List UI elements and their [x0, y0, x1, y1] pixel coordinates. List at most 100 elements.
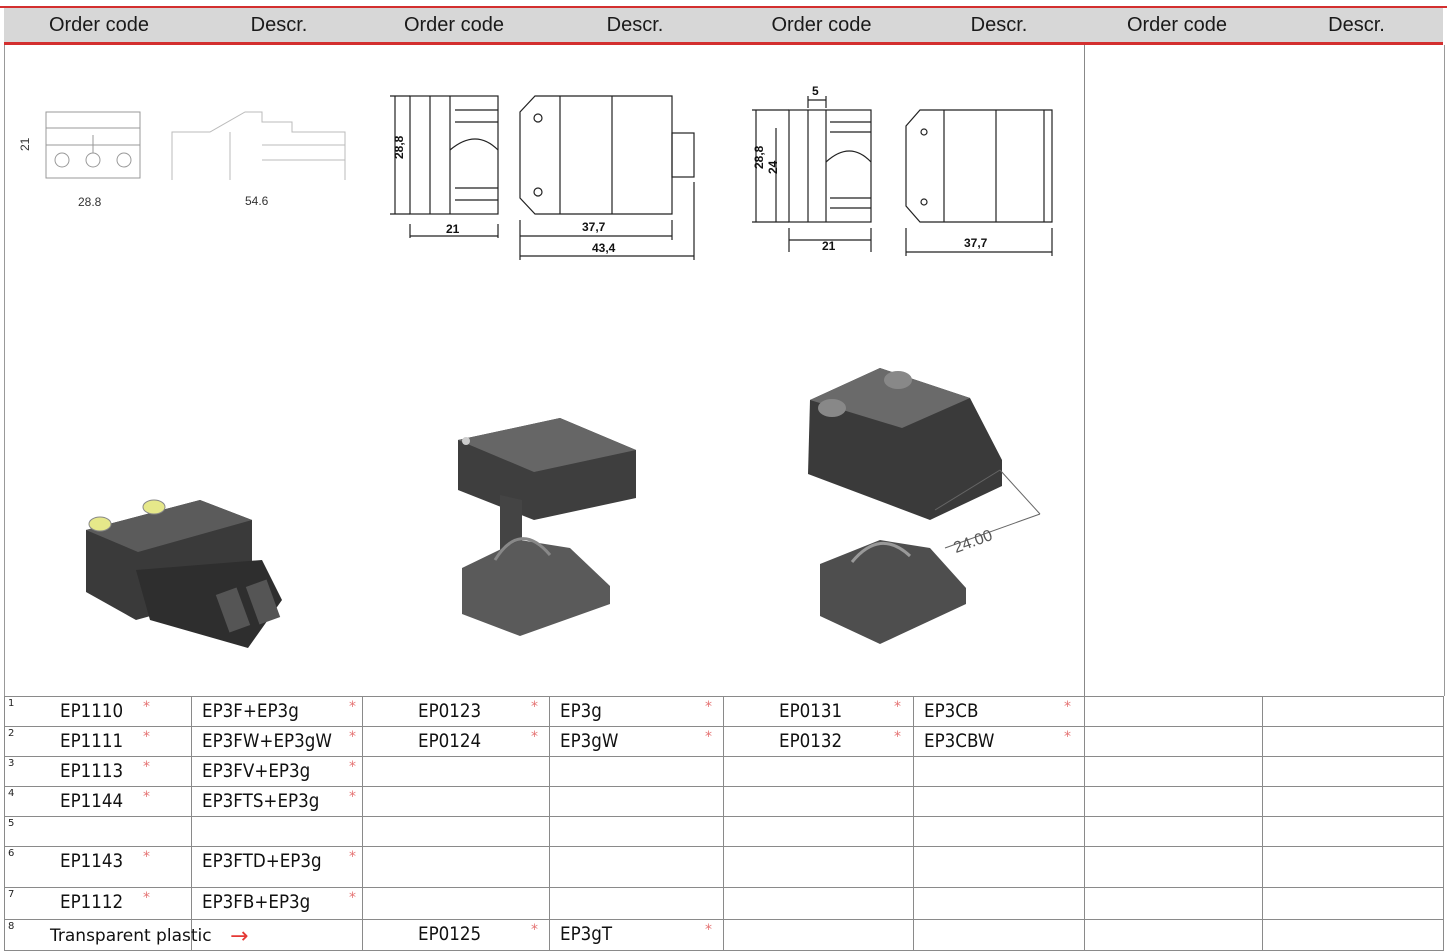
- table-cell-c3: EP0131*: [723, 696, 914, 727]
- table-cell-d2: [549, 887, 724, 920]
- table-cell-d2: [549, 786, 724, 817]
- description: EP3gW: [560, 730, 619, 752]
- table-cell-d3: [913, 887, 1085, 920]
- table-cell-c2: [362, 887, 550, 920]
- availability-star-icon: *: [349, 789, 356, 805]
- availability-star-icon: *: [349, 849, 356, 865]
- table-cell-x2: [1262, 887, 1444, 920]
- table-cell-d1: EP3FTS+EP3g*: [191, 786, 363, 817]
- dim-length-37-7-b: 37,7: [964, 236, 988, 250]
- description: EP3FTD+EP3g: [202, 850, 322, 872]
- row-number: 5: [8, 818, 15, 829]
- description: EP3FB+EP3g: [202, 891, 311, 913]
- row-number: 6: [8, 848, 15, 859]
- header-order-code-3: Order code: [771, 14, 872, 36]
- dim-height-21: 21: [18, 137, 32, 151]
- table-cell-d1: EP3F+EP3g*: [191, 696, 363, 727]
- table-cell-c1: 5: [4, 816, 192, 847]
- order-code: EP0125: [418, 923, 482, 945]
- arrow-right-icon: →: [230, 924, 249, 949]
- availability-star-icon: *: [894, 729, 901, 745]
- table-cell-d2: EP3g*: [549, 696, 724, 727]
- table-cell-x2: [1262, 846, 1444, 888]
- table-cell-x1: [1084, 726, 1263, 757]
- table-cell-x1: [1084, 696, 1263, 727]
- availability-star-icon: *: [705, 922, 712, 938]
- table-cell-x2: [1262, 756, 1444, 787]
- order-code: EP1112: [60, 891, 124, 913]
- table-cell-d2: EP3gT*: [549, 919, 724, 951]
- dim-length-54-6: 54.6: [245, 194, 269, 208]
- order-code: EP0123: [418, 700, 482, 722]
- cover-b-side-view: [905, 109, 1053, 256]
- dim-height-28-8-b: 28,8: [752, 145, 766, 169]
- availability-star-icon: *: [349, 759, 356, 775]
- availability-star-icon: *: [349, 890, 356, 906]
- description: EP3CBW: [924, 730, 995, 752]
- availability-star-icon: *: [531, 922, 538, 938]
- table-cell-d3: EP3CBW*: [913, 726, 1085, 757]
- table-cell-d3: [913, 919, 1085, 951]
- row-number: 1: [8, 698, 15, 709]
- availability-star-icon: *: [143, 890, 150, 906]
- table-cell-d1: EP3FV+EP3g*: [191, 756, 363, 787]
- header-order-code-1: Order code: [48, 14, 150, 36]
- header-order-code-4: Order code: [1126, 14, 1228, 36]
- cover-b-render: 24.00: [808, 368, 1041, 644]
- table-cell-d1: →: [191, 919, 363, 951]
- availability-star-icon: *: [143, 759, 150, 775]
- description: EP3CB: [924, 700, 979, 722]
- table-cell-x2: [1262, 919, 1444, 951]
- table-cell-d1: [191, 816, 363, 847]
- order-code: EP1144: [60, 790, 124, 812]
- table-cell-d3: [913, 846, 1085, 888]
- table-cell-x2: [1262, 696, 1444, 727]
- table-cell-x1: [1084, 786, 1263, 817]
- dim-outer-length-43-4: 43,4: [592, 241, 616, 255]
- dim-inner-height-24: 24: [766, 160, 780, 174]
- technical-drawing-area: [4, 45, 1445, 696]
- table-cell-d3: [913, 816, 1085, 847]
- table-cell-x1: [1084, 919, 1263, 951]
- table-cell-c3: [723, 816, 914, 847]
- availability-star-icon: *: [705, 699, 712, 715]
- header-descr-3: Descr.: [970, 14, 1028, 36]
- transparent-plastic-label: Transparent plastic: [50, 926, 212, 946]
- description: EP3FW+EP3gW: [202, 730, 332, 752]
- dim-top-5: 5: [812, 84, 819, 98]
- table-cell-d1: EP3FW+EP3gW*: [191, 726, 363, 757]
- connector-side-view: [171, 111, 346, 180]
- table-cell-d3: EP3CB *: [913, 696, 1085, 727]
- header-descr-1: Descr.: [250, 14, 308, 36]
- table-cell-c3: EP0132*: [723, 726, 914, 757]
- row-number: 3: [8, 758, 15, 769]
- column-header-bar: Order code Descr. Order code Descr. Orde…: [4, 8, 1443, 45]
- table-row: 6 EP1143 * EP3FTD+EP3g *: [4, 846, 1444, 888]
- table-cell-c3: [723, 846, 914, 888]
- order-code: EP1143: [60, 850, 124, 872]
- cover-front-view: [390, 95, 499, 238]
- availability-star-icon: *: [143, 849, 150, 865]
- cover-side-view: [519, 95, 695, 260]
- connector-front-view: [45, 111, 141, 179]
- availability-star-icon: *: [1064, 699, 1071, 715]
- table-cell-c2: [362, 816, 550, 847]
- order-code: EP1113: [60, 760, 124, 782]
- table-cell-c2: EP0125 *: [362, 919, 550, 951]
- availability-star-icon: *: [531, 699, 538, 715]
- order-code: EP1110: [60, 700, 124, 722]
- table-cell-x1: [1084, 816, 1263, 847]
- table-cell-x2: [1262, 816, 1444, 847]
- table-cell-d3: [913, 786, 1085, 817]
- dim-width-28-8: 28.8: [78, 195, 102, 209]
- availability-star-icon: *: [349, 699, 356, 715]
